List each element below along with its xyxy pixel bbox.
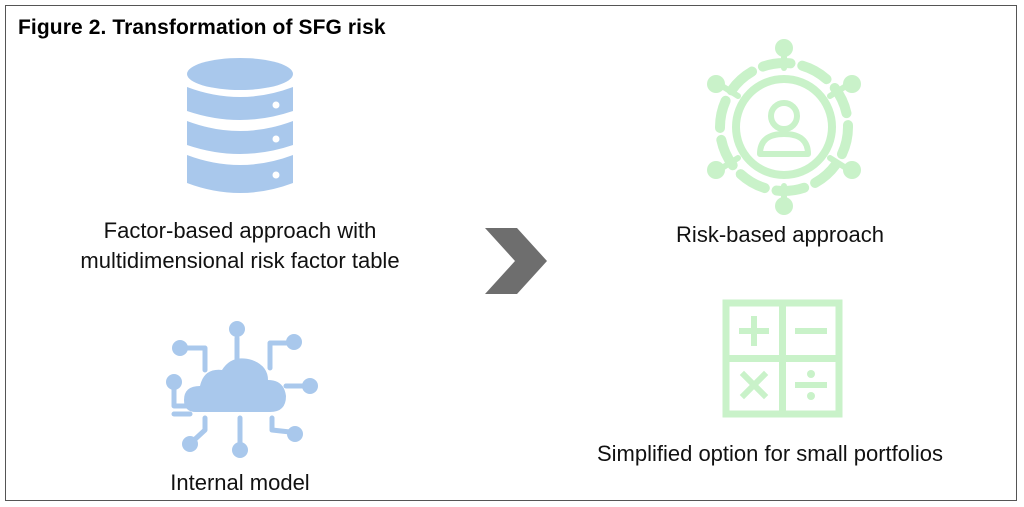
- database-icon: [187, 58, 293, 193]
- calculator-icon: [722, 299, 843, 418]
- figure-title: Figure 2. Transformation of SFG risk: [18, 16, 386, 39]
- factor-based-line-2: multidimensional risk factor table: [80, 248, 400, 273]
- chevron-right-icon: [485, 228, 547, 294]
- factor-based-line-1: Factor-based approach with: [103, 218, 377, 243]
- simplified-option-label: Simplified option for small portfolios: [596, 441, 944, 466]
- internal-model-label: Internal model: [170, 470, 310, 495]
- risk-based-label: Risk-based approach: [676, 222, 884, 247]
- person-network-icon: [707, 39, 861, 215]
- cloud-network-icon: [166, 321, 318, 458]
- factor-based-label: Factor-based approach with multidimensio…: [30, 216, 450, 276]
